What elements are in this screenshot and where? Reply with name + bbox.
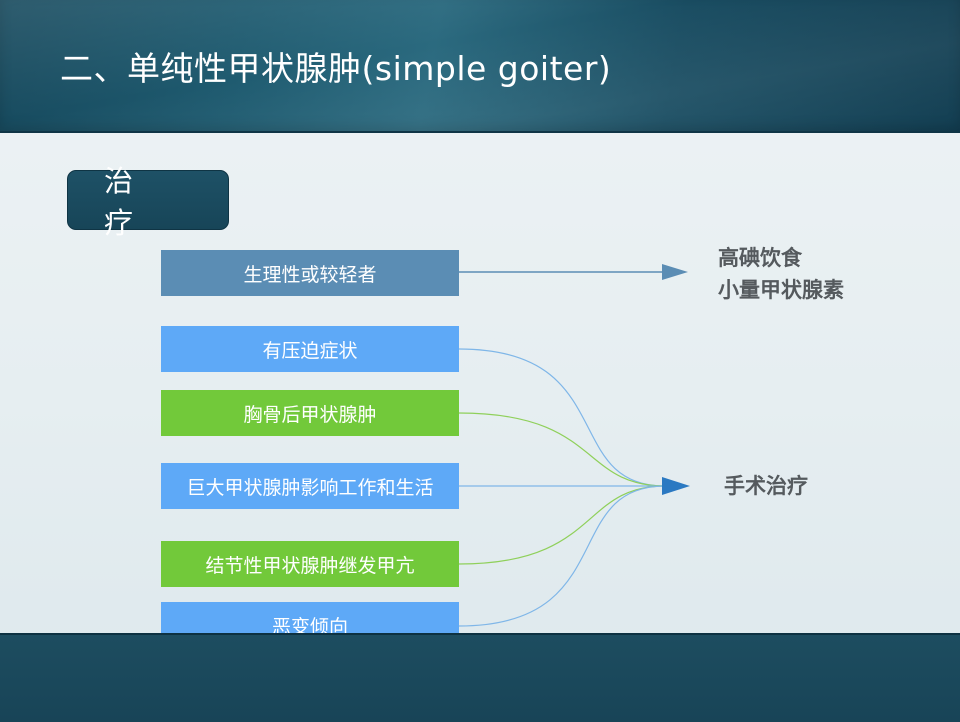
- arrowhead-medical-icon: [662, 264, 688, 280]
- curve-substernal-to-surgery: [458, 412, 666, 487]
- condition-box-compression: 有压迫症状: [161, 326, 459, 372]
- medical-treatment: 高碘饮食 小量甲状腺素: [718, 242, 844, 306]
- curve-compression-to-surgery: [458, 348, 666, 487]
- slide-title: 二、单纯性甲状腺肿(simple goiter): [60, 49, 612, 88]
- title-bar-shine: [0, 0, 960, 133]
- surgical-treatment: 手术治疗: [724, 474, 808, 498]
- title-bar-divider: [0, 131, 960, 133]
- curve-nodular-to-surgery: [458, 485, 666, 565]
- treatment-low-dose-thyroxine: 小量甲状腺素: [718, 278, 844, 302]
- treatment-high-iodine-diet: 高碘饮食: [718, 246, 802, 270]
- title-bar: 二、单纯性甲状腺肿(simple goiter): [0, 0, 960, 133]
- arrowhead-surgery-icon: [662, 477, 690, 495]
- curve-malignancy-to-surgery: [458, 485, 666, 627]
- condition-box-substernal: 胸骨后甲状腺肿: [161, 390, 459, 436]
- condition-box-mild: 生理性或较轻者: [161, 250, 459, 296]
- footer-bar: [0, 633, 960, 722]
- condition-box-giant-goiter: 巨大甲状腺肿影响工作和生活: [161, 463, 459, 509]
- condition-box-nodular-hyperthyroid: 结节性甲状腺肿继发甲亢: [161, 541, 459, 587]
